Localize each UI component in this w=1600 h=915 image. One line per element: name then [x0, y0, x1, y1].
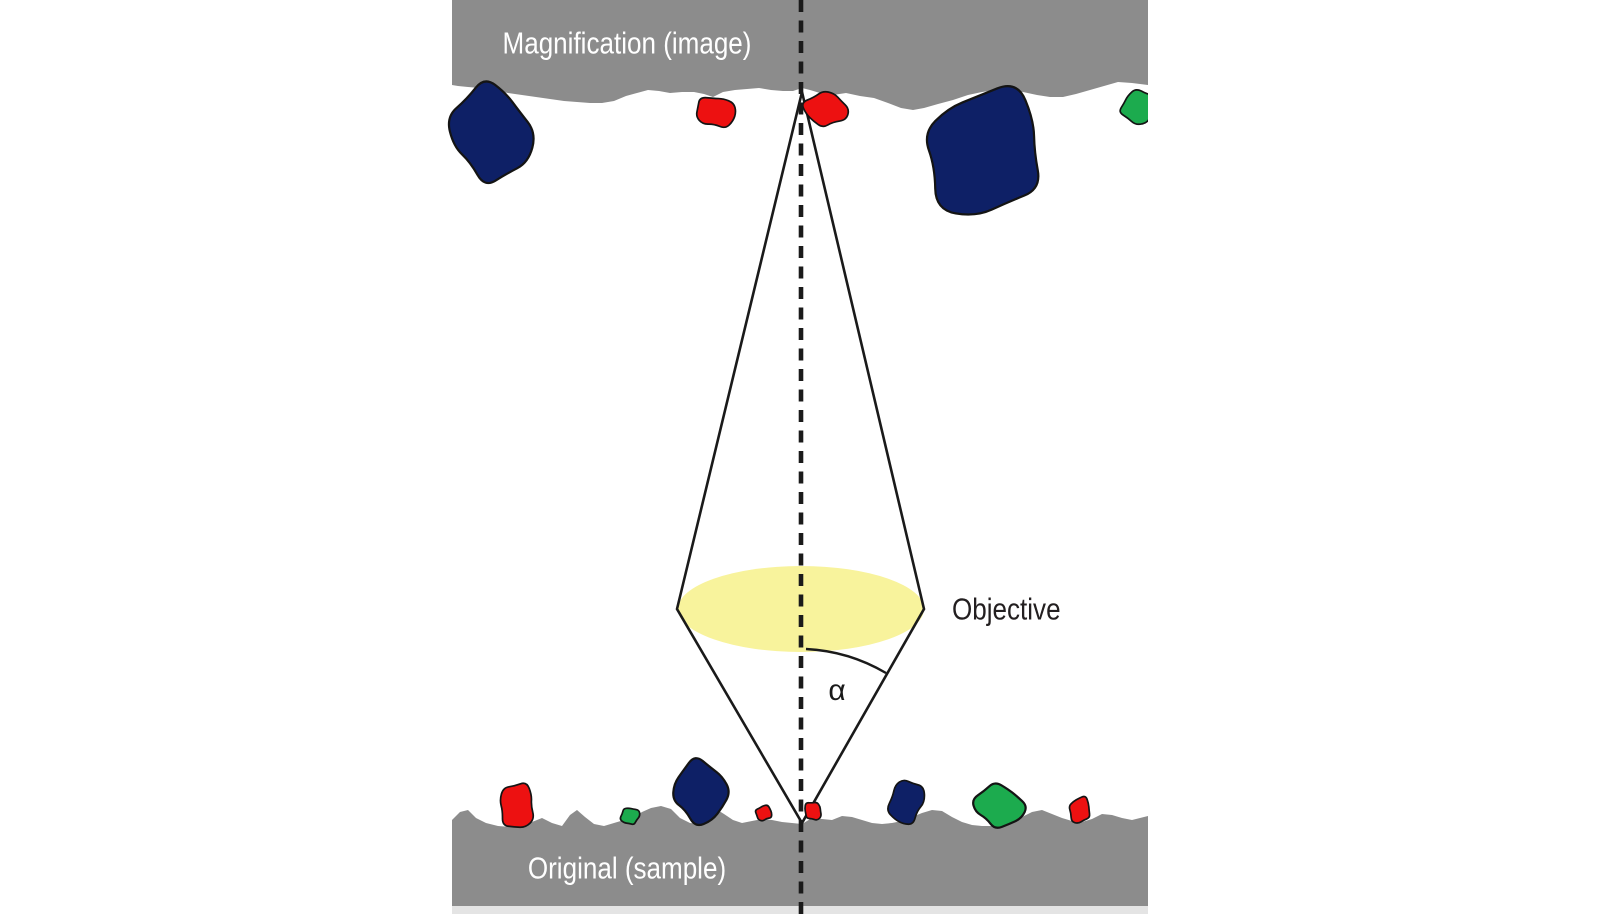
aperture-angle-arc: [805, 647, 887, 675]
particle-blob-navy: [672, 757, 730, 827]
objective-lens: [678, 566, 924, 652]
particle-blob-red: [804, 801, 822, 821]
particle-blob-green: [619, 807, 641, 826]
figure-layer: [447, 0, 1148, 915]
particle-blob-green: [1119, 88, 1148, 126]
particle-blob-red: [1068, 795, 1091, 824]
particle-blob-red: [695, 96, 737, 129]
objective-label: Objective: [952, 591, 1061, 627]
alpha-angle-label: α: [828, 674, 846, 707]
particle-layer: [447, 80, 1148, 829]
particle-blob-red: [499, 782, 535, 829]
particle-blob-navy: [887, 779, 926, 826]
original-sample-label: Original (sample): [527, 850, 727, 886]
particle-blob-red: [754, 804, 773, 822]
sample-band: [452, 806, 1148, 909]
particle-blob-navy: [925, 85, 1040, 216]
particle-blob-navy: [447, 80, 535, 185]
image-plane-band: [452, 0, 1148, 110]
particle-blob-green: [972, 782, 1027, 829]
magnification-label: Magnification (image): [502, 25, 752, 61]
